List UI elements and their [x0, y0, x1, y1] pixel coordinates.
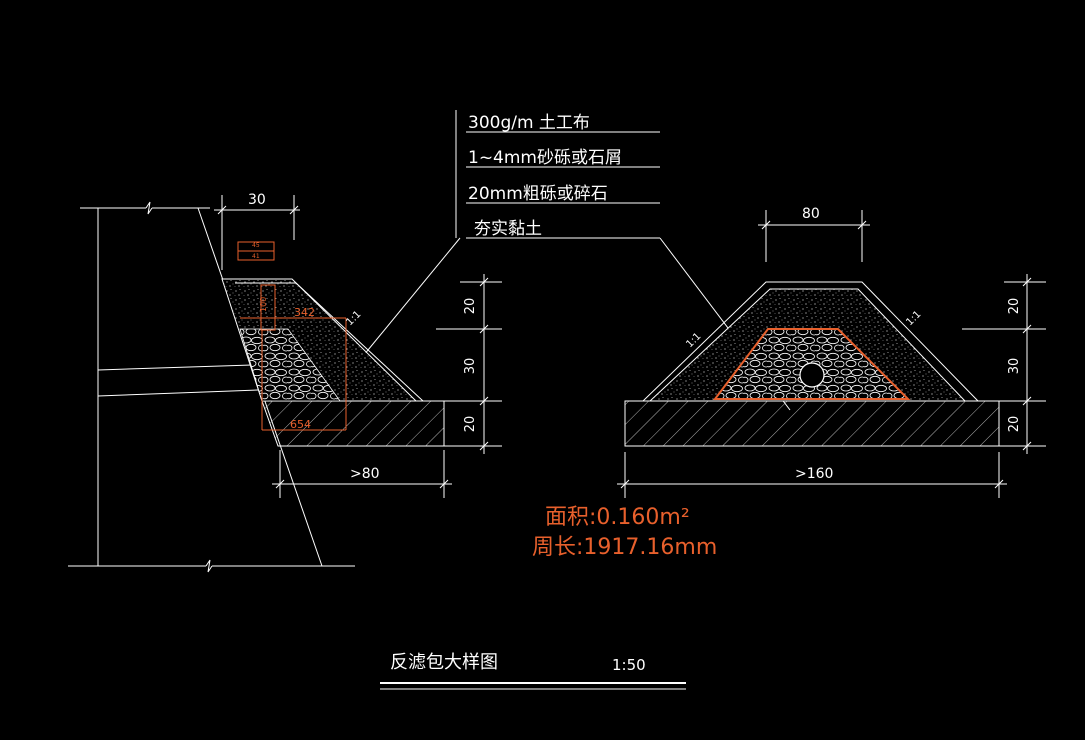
- left-measure-654: 654: [290, 418, 311, 431]
- drawing-title: 反滤包大样图: [390, 652, 498, 673]
- callout-leader: [344, 110, 791, 411]
- right-base-width: >160: [795, 466, 833, 482]
- right-slope-right: 1:1: [904, 309, 923, 328]
- left-gravel-core: [239, 328, 341, 402]
- left-orange-marks: [237, 241, 347, 431]
- left-measure-41: 41: [252, 253, 260, 260]
- right-geotextile: [642, 281, 979, 402]
- right-dim-lower: 20: [1007, 416, 1022, 433]
- drawing-scale: 1:50: [612, 656, 646, 674]
- right-drain-pipe: [799, 362, 825, 388]
- callout-layer3: 20mm粗砾或碎石: [468, 184, 608, 204]
- title-underline: [380, 682, 686, 690]
- left-vertical-dimension: [436, 274, 502, 454]
- right-base-dimension: [617, 452, 1007, 498]
- left-dim-upper: 20: [463, 298, 478, 315]
- callout-layer2: 1~4mm砂砾或石屑: [468, 148, 622, 168]
- callout-layer4: 夯实黏土: [474, 219, 542, 239]
- area-readout: 面积:0.160m²: [545, 505, 690, 530]
- left-top-dimension: [214, 195, 300, 270]
- left-geotextile: [235, 282, 424, 402]
- left-measure-45: 45: [252, 242, 260, 249]
- perimeter-readout: 周长:1917.16mm: [532, 535, 717, 560]
- left-slope-label: 1:1: [344, 309, 363, 328]
- left-top-width: 30: [248, 192, 266, 208]
- left-base-width: >80: [350, 466, 380, 482]
- callout-layer1: 300g/m 土工布: [468, 113, 590, 133]
- right-top-dimension: [758, 210, 870, 262]
- right-dim-middle: 30: [1007, 358, 1022, 375]
- right-vertical-dimension: [962, 274, 1046, 454]
- left-dim-middle: 30: [463, 358, 478, 375]
- left-dim-lower: 20: [463, 416, 478, 433]
- left-measure-100: 100: [259, 297, 268, 312]
- left-measure-342: 342: [294, 306, 315, 319]
- right-top-width: 80: [802, 206, 820, 222]
- left-detail: 45 41 100 342 654 1:1 30 >80: [68, 192, 502, 573]
- right-clay-base: [624, 400, 1000, 447]
- right-slope-left: 1:1: [684, 331, 703, 350]
- right-detail: 1:1 1:1 80 >160: [617, 206, 1046, 498]
- left-base-dimension: [272, 450, 452, 498]
- right-dim-upper: 20: [1007, 298, 1022, 315]
